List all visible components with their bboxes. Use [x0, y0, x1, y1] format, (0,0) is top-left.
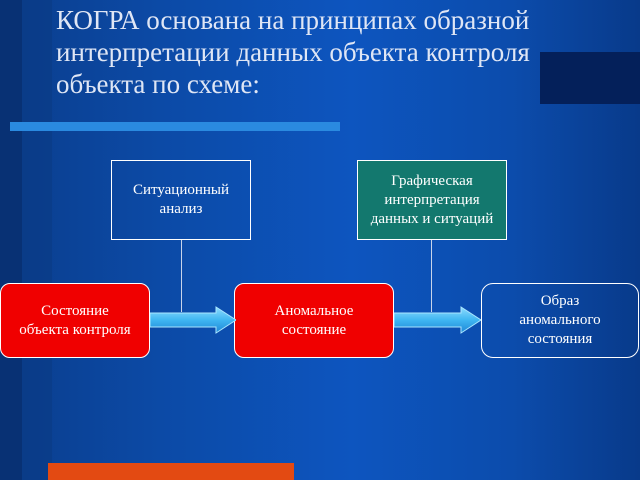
connector-line-left: [181, 240, 182, 312]
slide-title: КОГРА основана на принципах образной инт…: [56, 5, 530, 99]
right-dark-stripe: [540, 52, 640, 104]
object-state-box: Состояние объекта контроля: [0, 283, 150, 358]
bottom-accent-bar: [48, 463, 294, 480]
anomalous-state-image-box: Образ аномального состояния: [481, 283, 639, 358]
arrow-right-icon: [150, 306, 236, 334]
left-mid-band: [22, 0, 52, 480]
left-dark-band: [0, 0, 22, 480]
graphical-interpretation-box: Графическая интерпретация данных и ситуа…: [357, 160, 507, 240]
situational-analysis-box: Ситуационный анализ: [111, 160, 251, 240]
arrow-right-icon: [394, 306, 481, 334]
title-underline: [10, 122, 340, 131]
connector-line-right: [431, 240, 432, 312]
anomalous-state-box: Аномальное состояние: [234, 283, 394, 358]
